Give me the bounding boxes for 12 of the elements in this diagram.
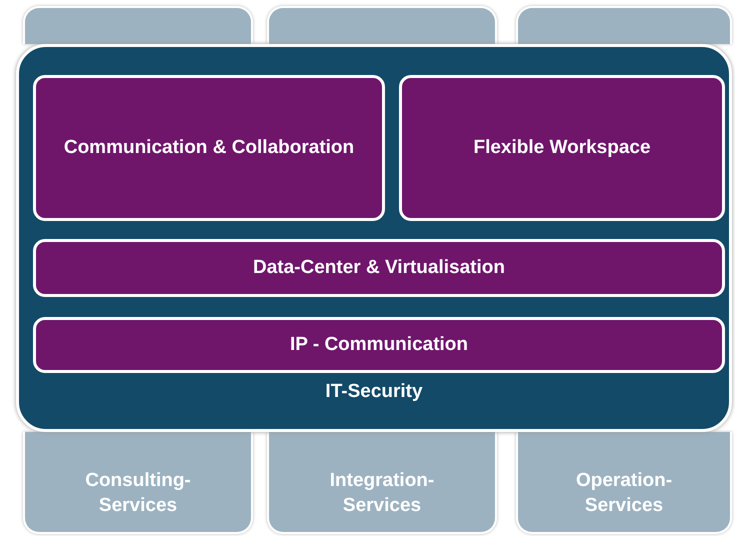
layer-bar: Data-Center & Virtualisation [33,239,725,297]
service-column: Integration- Services [267,432,497,534]
service-column-top [516,6,732,44]
service-column: Consulting- Services [23,432,253,534]
layer-label: IT-Security [324,381,424,403]
security-panel [16,44,732,432]
service-column-top [23,6,253,44]
layer-bar: IP - Communication [33,317,725,373]
layer-box: Communication & Collaboration [33,75,385,221]
service-column: Operation- Services [516,432,732,534]
layer-box: Flexible Workspace [399,75,725,221]
service-column-top [267,6,497,44]
